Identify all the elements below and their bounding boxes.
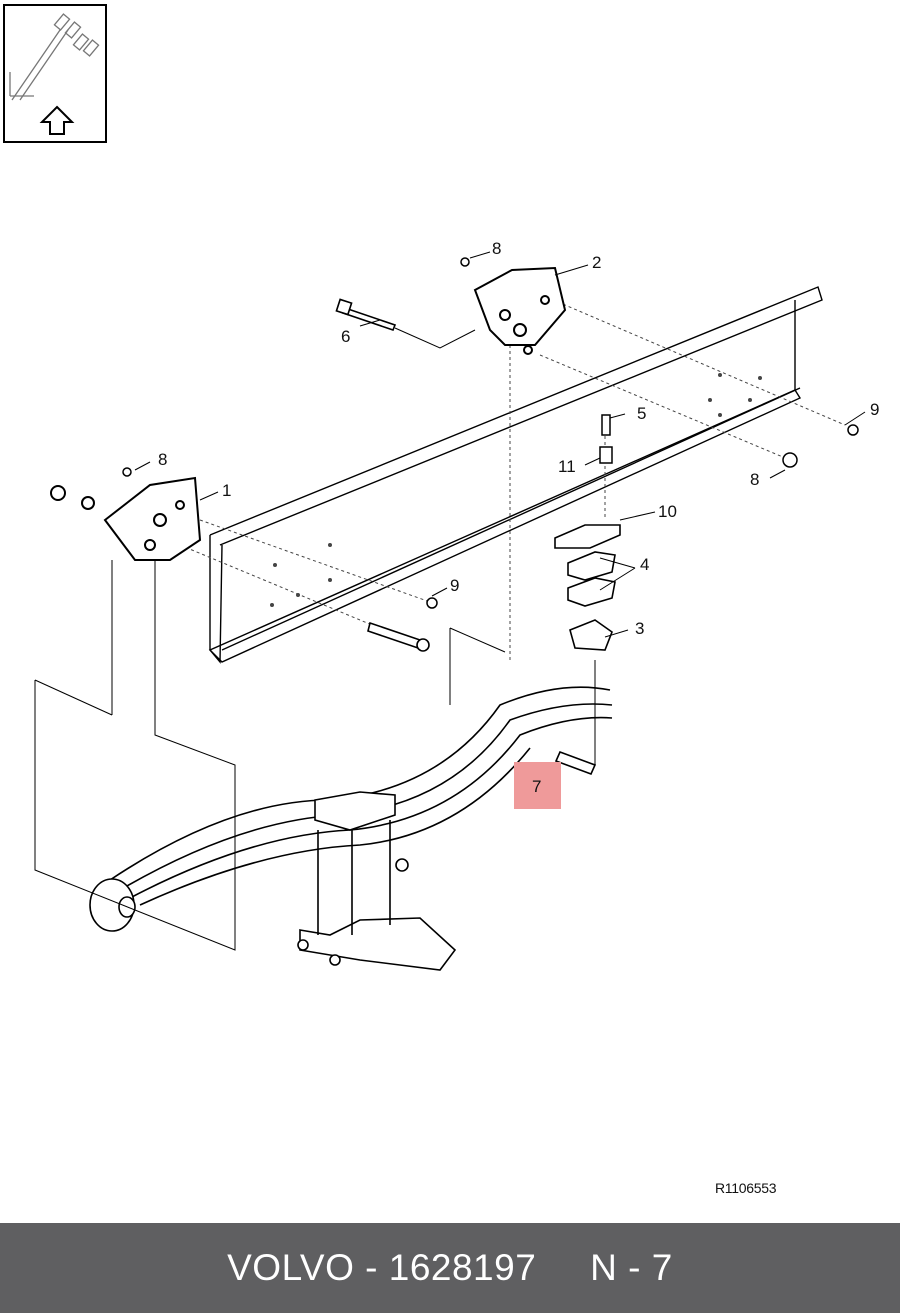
highlight-box [514,762,561,809]
callout-11: 11 [558,457,576,476]
frame-holes [270,373,762,607]
callout-7: 7 [532,777,541,796]
front-spring-hanger [50,476,202,561]
leaf-spring [89,686,613,932]
frame-rail [208,286,823,664]
callout-10: 10 [658,502,677,521]
part-number-caption: VOLVO - 1628197 N - 7 [227,1247,673,1288]
rear-spring-hanger [473,266,567,355]
callout-1: 1 [222,481,231,500]
long-bolt [367,621,430,652]
orientation-arrow-icon [3,4,107,143]
detail-frames [34,560,596,951]
exploded-view-drawing: 8 2 6 5 9 11 8 10 4 3 8 1 9 7 [3,4,879,971]
callout-2: 2 [592,253,601,272]
drawing-reference-code: R1106553 [715,1180,777,1196]
fasteners [122,257,859,609]
callout-9-front: 9 [450,576,459,595]
callout-8-front-top: 8 [158,450,167,469]
spacer-stack [554,524,621,651]
callout-9-rear: 9 [870,400,879,419]
callout-3: 3 [635,619,644,638]
axle-seat [297,791,457,971]
callout-labels: 8 2 6 5 9 11 8 10 4 3 8 1 9 7 [158,239,879,796]
parts-diagram: 8 2 6 5 9 11 8 10 4 3 8 1 9 7 [3,4,879,971]
callout-6: 6 [341,327,350,346]
footer-bar: VOLVO - 1628197 N - 7 [0,1223,900,1313]
callout-5: 5 [637,404,646,423]
callout-4: 4 [640,555,649,574]
bolt-6 [335,298,397,332]
callout-8-right: 8 [750,470,759,489]
bolt-7 [554,750,597,776]
callout-8-rear-top: 8 [492,239,501,258]
